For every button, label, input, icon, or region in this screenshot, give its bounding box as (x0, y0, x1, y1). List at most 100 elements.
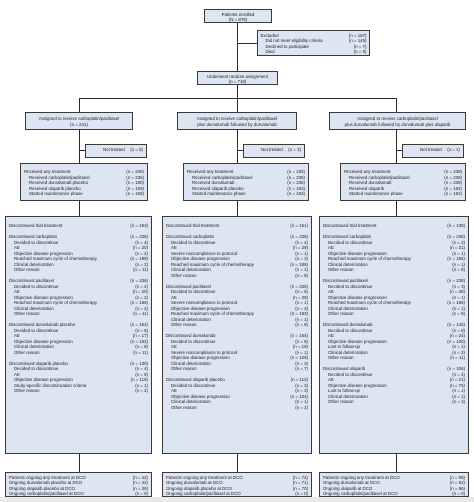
received-row-label: Received durvalumab (349, 180, 392, 185)
discontinued-row-label: Discontinued olaparib (323, 366, 366, 371)
discontinued-row: Objective disease progression(n = 2) (9, 295, 148, 301)
discontinued-row-label: Clinical deterioration (328, 305, 368, 311)
discontinued-row-label: AE (14, 289, 20, 294)
discontinued-row: AE(n = 31) (323, 245, 465, 251)
discontinued-row: Discontinued paclitaxel(n = 235) (166, 284, 308, 290)
randomized-box: Underwent random assignment (n = 718) (197, 71, 278, 85)
discontinued-row-count: (n = 119) (130, 377, 148, 382)
discontinued-row-count: (n = 1) (295, 267, 308, 272)
discontinued-row: Reached maximum cycle of chemotherapy(n … (9, 300, 148, 306)
excluded-row: Did not meet eligibility criteria(n = 14… (261, 38, 367, 44)
excluded-row: Declined to participate(n = 7) (261, 44, 367, 50)
discontinued-row: Objective disease progression(n = 152) (9, 339, 148, 345)
arm-1-not-treated-label: Not treated (103, 146, 125, 152)
discontinued-row-count: (n = 1) (452, 344, 465, 349)
ongoing-row: Ongoing olaparib at DCO(n = 86) (323, 486, 465, 492)
discontinued-row-label: Other reason (328, 311, 354, 316)
discontinued-row-count: (n = 1) (295, 250, 308, 256)
discontinued-row-label: Decided to discontinue (328, 371, 373, 377)
discontinued-row: Decided to discontinue(n = 4) (9, 240, 148, 246)
discontinued-row-count: (n = 8) (295, 322, 308, 327)
arm-2-not-treated-line: Not treated (n = 3) (247, 147, 301, 153)
arm-2-ongoing-box: Patients ongoing any treatment at DCO(n … (162, 472, 312, 497)
discontinued-row-count: (n = 6) (295, 289, 308, 294)
discontinued-row-label: Decided to discontinue (171, 338, 216, 344)
discontinued-row: AE(n = 24) (323, 333, 465, 339)
discontinued-row-count: (n = 1) (452, 393, 465, 399)
discontinued-row-label: Decided to discontinue (328, 283, 373, 289)
discontinued-row-count: (n = 17) (132, 333, 148, 338)
discontinued-row-label: Discontinued carboplatin (9, 234, 58, 239)
received-row: Received durvalumab(n = 235) (187, 180, 305, 186)
discontinued-row-count: (n = 236) (130, 234, 148, 239)
discontinued-row-count: (n = 21) (449, 377, 465, 382)
discontinued-row: Decided to discontinue(n = 5) (166, 339, 308, 345)
discontinued-row: Clinical deterioration(n = 8) (9, 344, 148, 350)
ongoing-row-label: Ongoing carboplatin/paclitaxel at DCO (166, 491, 241, 496)
discontinued-row-count: (n = 2) (135, 388, 148, 393)
ongoing-row: Ongoing durvalumab at DCO(n = 92) (323, 480, 465, 486)
discontinued-row-count: (n = 152) (130, 338, 148, 344)
arm-1-assignment-line-1: Assigned to receive carboplatin/paclitax… (38, 116, 120, 121)
discontinued-row: Severe noncompliance to protocol(n = 1) (166, 300, 308, 306)
discontinued-row: Discontinued carboplatin(n = 238) (323, 234, 465, 240)
arm-3-not-treated-box: Not treated (n = 1) (402, 144, 464, 158)
arm-3-assignment-line-2: plus durvalumab followed by durvalumab p… (344, 121, 451, 127)
excluded-row-count: (n = 7) (353, 43, 367, 49)
discontinued-row-label: Discontinued carboplatin (323, 234, 372, 239)
discontinued-row: Discontinued olaparib (n = 106) (323, 366, 465, 372)
discontinued-row-count: (n = 8) (452, 267, 465, 272)
discontinued-row-count: (n = 106) (447, 366, 465, 371)
excluded-row-count: (n = 5) (353, 49, 367, 55)
discontinued-row-count: (n = 236) (130, 278, 148, 283)
discontinued-row-label: Clinical deterioration (328, 349, 368, 355)
discontinued-row: Objective disease progression(n = 100) (323, 339, 465, 345)
arm-2-assignment-line-1: Assigned to receive carboplatin/paclitax… (196, 116, 278, 121)
discontinued-row: Study-specific discontinuation criteria(… (9, 383, 148, 389)
connector (79, 98, 80, 112)
ongoing-row-count: (n = 99) (449, 474, 465, 480)
randomized-count: (n = 718) (228, 79, 247, 84)
discontinued-row-label: Objective disease progression (14, 377, 73, 382)
discontinued-row-label: Lost to follow-up (328, 388, 360, 393)
ongoing-row: Ongoing durvalumab placebo at DCO(n = 42… (9, 480, 148, 486)
discontinued-row-label: AE (171, 294, 177, 300)
discontinued-row: Discontinued trial treatment(n = 139) (323, 223, 465, 229)
connector (396, 98, 397, 112)
discontinued-row: Clinical deterioration(n = 1) (166, 399, 308, 405)
discontinued-row-count: (n = 3) (295, 388, 308, 393)
arm-3-received-box: Received any treatment(n = 238)Received … (340, 163, 466, 201)
discontinued-row: Lost to follow-up(n = 1) (323, 388, 465, 394)
discontinued-row-count: (n = 113) (290, 377, 308, 382)
connector (79, 150, 85, 151)
discontinued-row: AE(n = 29) (166, 245, 308, 251)
discontinued-row: Other reason(n = 3) (323, 399, 465, 405)
discontinued-row-count: (n = 129) (290, 355, 308, 360)
discontinued-row: Objective disease progression(n = 3) (166, 306, 308, 312)
discontinued-row-count: (n = 1) (452, 261, 465, 267)
discontinued-row-count: (n = 20) (132, 245, 148, 250)
received-row-count: (n = 183) (287, 185, 305, 191)
discontinued-row-label: Discontinued olaparib placebo (9, 360, 68, 366)
ongoing-row-label: Ongoing carboplatin/paclitaxel at DCO (9, 491, 84, 496)
discontinued-row-count: (n = 4) (295, 239, 308, 245)
discontinued-row: Clinical deterioration(n = 1) (323, 262, 465, 268)
discontinued-row: Other reason(n = 8) (323, 267, 465, 273)
discontinued-row-count: (n = 189) (290, 261, 308, 267)
ongoing-row-label: Ongoing carboplatin/paclitaxel at DCO (323, 491, 398, 496)
discontinued-row-label: Discontinued trial treatment (166, 223, 220, 228)
discontinued-row: Objective disease progression(n = 104) (166, 394, 308, 400)
discontinued-row-count: (n = 20) (132, 289, 148, 294)
discontinued-row: Decided to discontinue(n = 2) (323, 240, 465, 246)
discontinued-row: Discontinued carboplatin(n = 235) (166, 234, 308, 240)
discontinued-row-label: Objective disease progression (328, 382, 387, 388)
discontinued-row-count: (n = 2) (135, 305, 148, 311)
discontinued-row: Clinical deterioration(n = 1) (323, 394, 465, 400)
received-row: Started maintenance phase(n = 183) (187, 191, 305, 197)
ongoing-row-label: Ongoing olaparib at DCO (323, 485, 373, 491)
received-row-count: (n = 235) (287, 174, 305, 180)
ongoing-row: Ongoing olaparib placebo at DCO(n = 39) (9, 486, 148, 492)
discontinued-row-label: AE (328, 377, 334, 382)
received-row: Started maintenance phase(n = 169) (24, 191, 144, 197)
ongoing-row-label: Patients ongoing any treatment at DCO (323, 474, 400, 480)
